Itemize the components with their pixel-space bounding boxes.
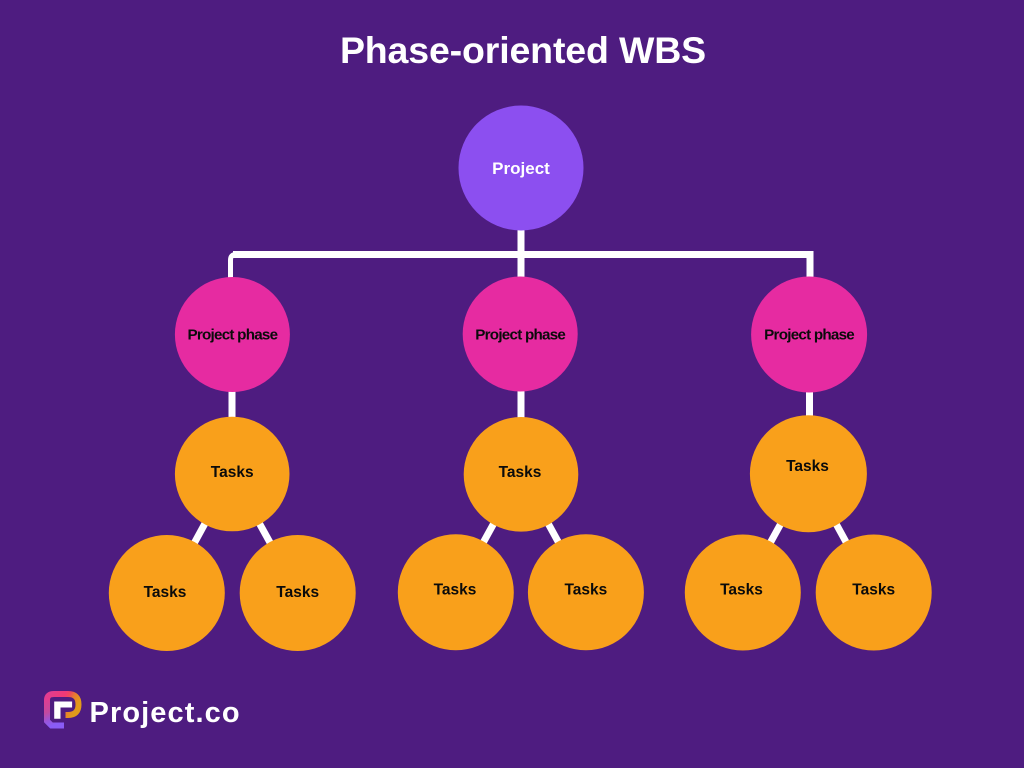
- svg-text:Project phase: Project phase: [187, 327, 277, 344]
- svg-text:Tasks: Tasks: [786, 458, 829, 475]
- svg-text:Tasks: Tasks: [211, 464, 254, 481]
- svg-text:Tasks: Tasks: [564, 582, 607, 599]
- svg-text:Project phase: Project phase: [475, 327, 565, 344]
- svg-text:Tasks: Tasks: [276, 584, 319, 601]
- svg-text:Phase-oriented WBS: Phase-oriented WBS: [340, 29, 706, 71]
- svg-text:Project: Project: [492, 159, 550, 178]
- svg-text:Tasks: Tasks: [852, 582, 895, 599]
- svg-text:Tasks: Tasks: [144, 584, 187, 601]
- svg-text:Project phase: Project phase: [764, 327, 854, 344]
- svg-text:Tasks: Tasks: [720, 582, 763, 599]
- svg-text:Project.co: Project.co: [90, 697, 241, 729]
- svg-text:Tasks: Tasks: [434, 582, 477, 599]
- svg-text:Tasks: Tasks: [499, 464, 542, 481]
